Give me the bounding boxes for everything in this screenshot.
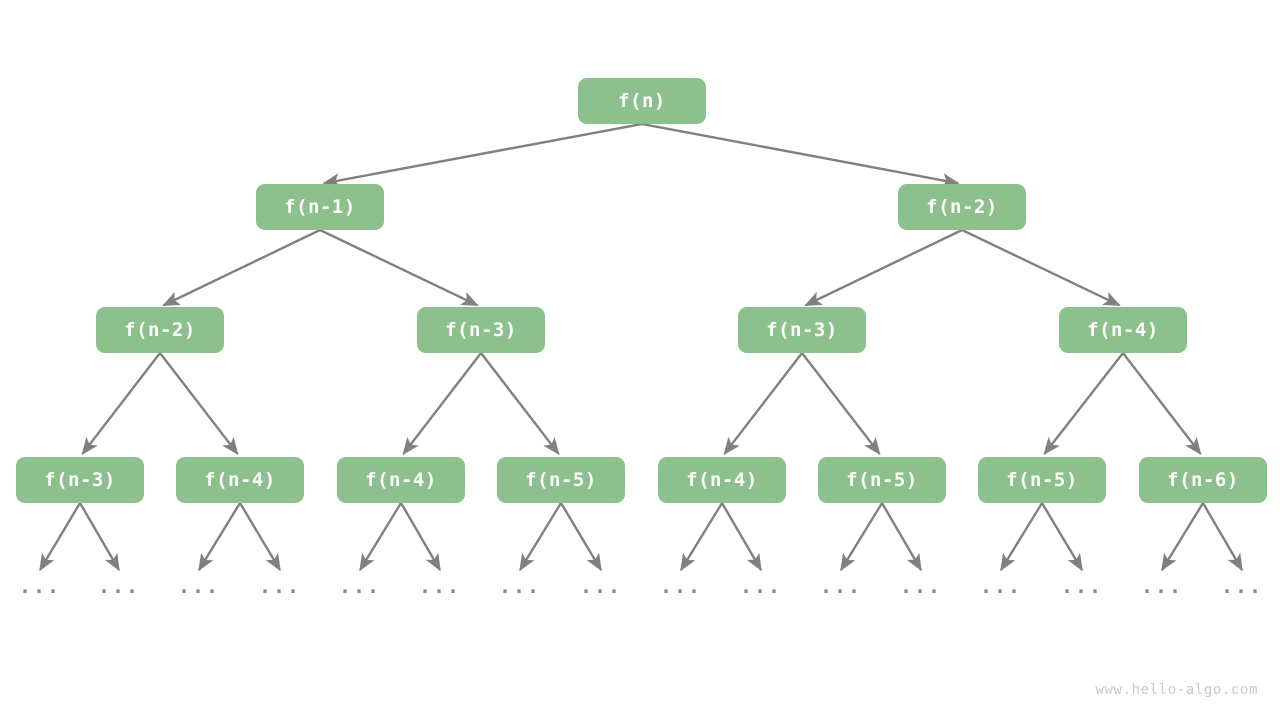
- tree-edge: [38, 502, 82, 572]
- tree-edge: [801, 352, 881, 455]
- tree-node: f(n-5): [818, 457, 946, 503]
- tree-edge: [319, 228, 479, 307]
- tree-edge: [1160, 502, 1205, 572]
- tree-node: f(n): [578, 78, 706, 124]
- tree-edge: [402, 352, 482, 455]
- ellipsis-marker: ...: [97, 574, 141, 598]
- watermark: www.hello-algo.com: [1095, 682, 1258, 698]
- tree-node: f(n-3): [738, 307, 866, 353]
- tree-edge: [961, 228, 1121, 307]
- ellipsis-marker: ...: [177, 574, 221, 598]
- tree-node: f(n-1): [256, 184, 384, 230]
- ellipsis-marker: ...: [899, 574, 943, 598]
- tree-edge: [358, 502, 403, 572]
- tree-edge: [238, 502, 282, 572]
- tree-edge: [679, 502, 724, 572]
- tree-edge: [81, 352, 161, 455]
- tree-node: f(n-3): [417, 307, 545, 353]
- tree-edge: [1122, 352, 1202, 455]
- tree-node: f(n-4): [658, 457, 786, 503]
- tree-edge: [720, 502, 763, 572]
- tree-node: f(n-5): [978, 457, 1106, 503]
- tree-edge: [1040, 502, 1084, 572]
- tree-edge: [641, 122, 960, 188]
- tree-node: f(n-2): [898, 184, 1026, 230]
- tree-node: f(n-2): [96, 307, 224, 353]
- ellipsis-marker: ...: [18, 574, 62, 598]
- tree-edge: [480, 352, 560, 455]
- tree-edge: [1201, 502, 1244, 572]
- ellipsis-marker: ...: [1140, 574, 1184, 598]
- tree-edge: [399, 502, 442, 572]
- tree-edge: [804, 228, 963, 307]
- tree-edge: [162, 228, 321, 307]
- tree-edge: [197, 502, 242, 572]
- ellipsis-marker: ...: [1220, 574, 1264, 598]
- tree-edge: [518, 502, 563, 572]
- ellipsis-marker: ...: [579, 574, 623, 598]
- tree-edge: [559, 502, 603, 572]
- ellipsis-marker: ...: [418, 574, 462, 598]
- ellipsis-marker: ...: [979, 574, 1023, 598]
- tree-edge: [880, 502, 923, 572]
- tree-node: f(n-4): [337, 457, 465, 503]
- tree-edge: [1043, 352, 1124, 455]
- ellipsis-marker: ...: [498, 574, 542, 598]
- tree-edge: [839, 502, 884, 572]
- tree-edge: [322, 122, 643, 188]
- tree-node: f(n-3): [16, 457, 144, 503]
- tree-edge: [159, 352, 239, 455]
- tree-node: f(n-4): [176, 457, 304, 503]
- ellipsis-marker: ...: [659, 574, 703, 598]
- ellipsis-marker: ...: [819, 574, 863, 598]
- tree-edge: [723, 352, 803, 455]
- ellipsis-marker: ...: [258, 574, 302, 598]
- tree-edge: [78, 502, 121, 572]
- ellipsis-marker: ...: [1060, 574, 1104, 598]
- ellipsis-marker: ...: [338, 574, 382, 598]
- tree-node: f(n-4): [1059, 307, 1187, 353]
- tree-node: f(n-6): [1139, 457, 1267, 503]
- ellipsis-marker: ...: [739, 574, 783, 598]
- tree-edge: [999, 502, 1044, 572]
- tree-node: f(n-5): [497, 457, 625, 503]
